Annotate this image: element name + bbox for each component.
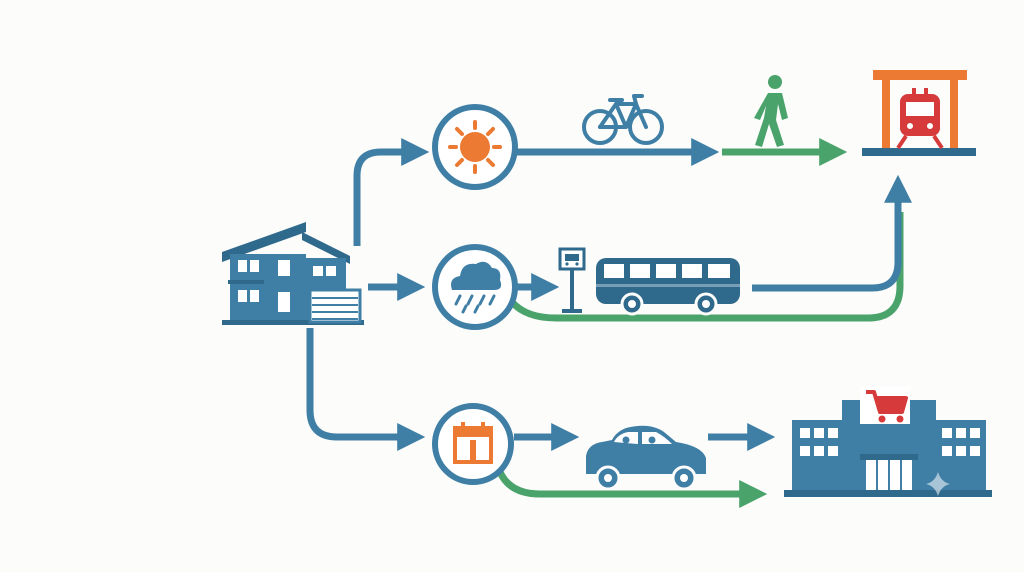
sun-circle: [432, 104, 518, 190]
arrow-home-to-sun: [353, 138, 430, 246]
rain-cloud-icon: [451, 261, 502, 314]
route-arrows: [306, 138, 912, 508]
train-icon: [896, 88, 944, 150]
shopping-mall-icon: [784, 386, 992, 497]
house-icon: [222, 222, 364, 325]
bus-stop-sign-icon: [558, 247, 586, 313]
calendar-circle: [432, 403, 514, 485]
route-rain-to-train-green: [509, 212, 904, 322]
rain-circle: [432, 244, 518, 330]
bus-icon: [596, 258, 740, 316]
arrow-bus-to-train: [752, 174, 912, 292]
calendar-icon: [453, 422, 493, 464]
sparkle-icon: [926, 472, 950, 496]
arrow-calendar-to-mall-green: [496, 470, 768, 508]
train-station-icon: [862, 70, 976, 156]
sun-icon: [448, 120, 502, 174]
shopping-cart-icon: [860, 386, 910, 424]
arrow-home-to-calendar: [306, 328, 426, 451]
walking-person-icon: [754, 75, 788, 147]
car-icon: [586, 425, 706, 491]
bicycle-icon: [582, 94, 664, 145]
